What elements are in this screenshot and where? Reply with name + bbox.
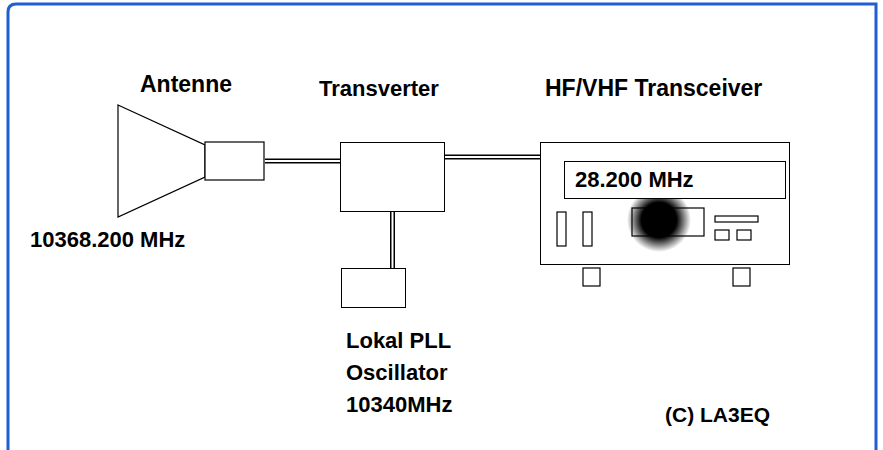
copyright-note: (C) LA3EQ (665, 402, 770, 427)
node-note: 10368.200 MHz (30, 227, 185, 253)
cable (445, 157, 540, 158)
node-title: HF/VHF Transceiver (545, 75, 762, 103)
node-title: Lokal PLL Oscillator 10340MHz (346, 325, 476, 421)
frame (8, 4, 876, 450)
node-title: Transverter (319, 76, 439, 102)
node-title: Antenne (140, 71, 232, 99)
transverter-box: Transverter (340, 142, 445, 212)
oscillator-box: Lokal PLL Oscillator 10340MHz (341, 268, 406, 308)
horn-outline (115, 75, 265, 225)
node-title: 28.200 MHz (575, 167, 694, 193)
frequency-display: 28.200 MHz (564, 161, 786, 199)
cable (392, 212, 393, 268)
cable (265, 161, 340, 162)
horn-antenna: Antenne10368.200 MHz (115, 75, 265, 225)
transceiver-box: HF/VHF Transceiver28.200 MHz (540, 142, 790, 265)
